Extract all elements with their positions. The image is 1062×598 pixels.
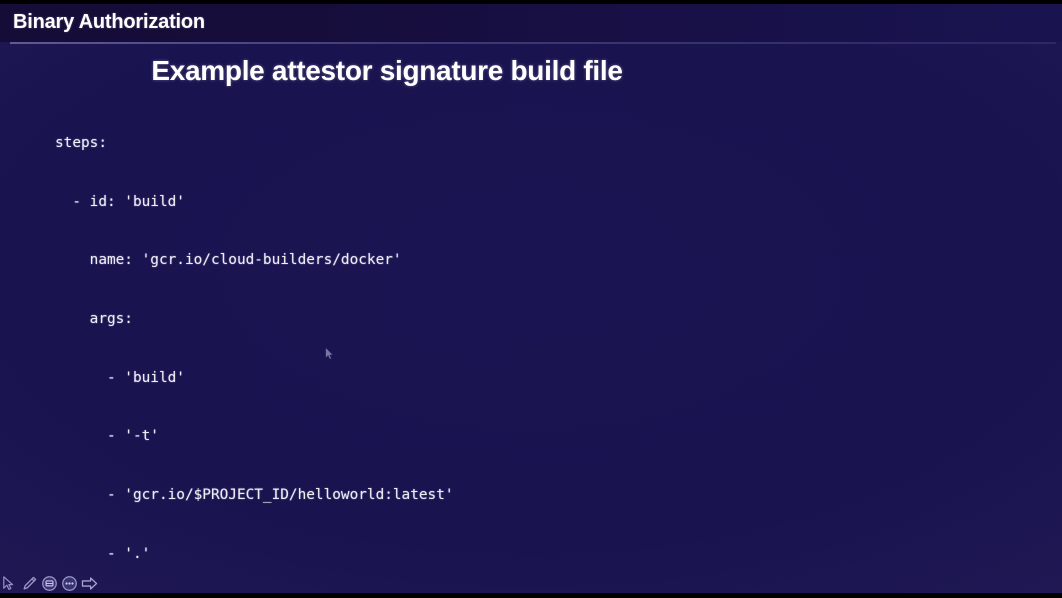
mouse-cursor — [325, 347, 334, 360]
presentation-toolbar[interactable] — [0, 573, 99, 593]
more-options-icon[interactable] — [60, 574, 79, 593]
code-line: - id: 'build' — [55, 193, 185, 210]
next-slide-arrow-icon[interactable] — [80, 574, 99, 593]
code-line: - '.' — [55, 545, 151, 562]
slide-title-text: Example attestor signature build file — [151, 55, 623, 86]
pointer-icon[interactable] — [0, 574, 19, 593]
slide-title: Example attestor signature build file — [0, 55, 1062, 87]
pen-icon[interactable] — [20, 574, 39, 593]
code-line: - 'gcr.io/$PROJECT_ID/helloworld:latest' — [55, 486, 454, 503]
header-divider — [10, 42, 1056, 44]
letterbox-top — [0, 0, 1062, 4]
code-line: name: 'gcr.io/cloud-builders/docker' — [55, 252, 402, 269]
deck-title: Binary Authorization — [13, 11, 205, 33]
code-block: steps: - id: 'build' name: 'gcr.io/cloud… — [55, 95, 1040, 598]
code-line: steps: — [55, 135, 107, 152]
slide-header-band — [0, 4, 1062, 42]
code-line: - '-t' — [55, 428, 159, 445]
slide-overview-icon[interactable] — [40, 574, 59, 593]
letterbox-bottom — [0, 593, 1062, 598]
code-line: args: — [55, 311, 133, 328]
code-line: - 'build' — [55, 369, 185, 386]
